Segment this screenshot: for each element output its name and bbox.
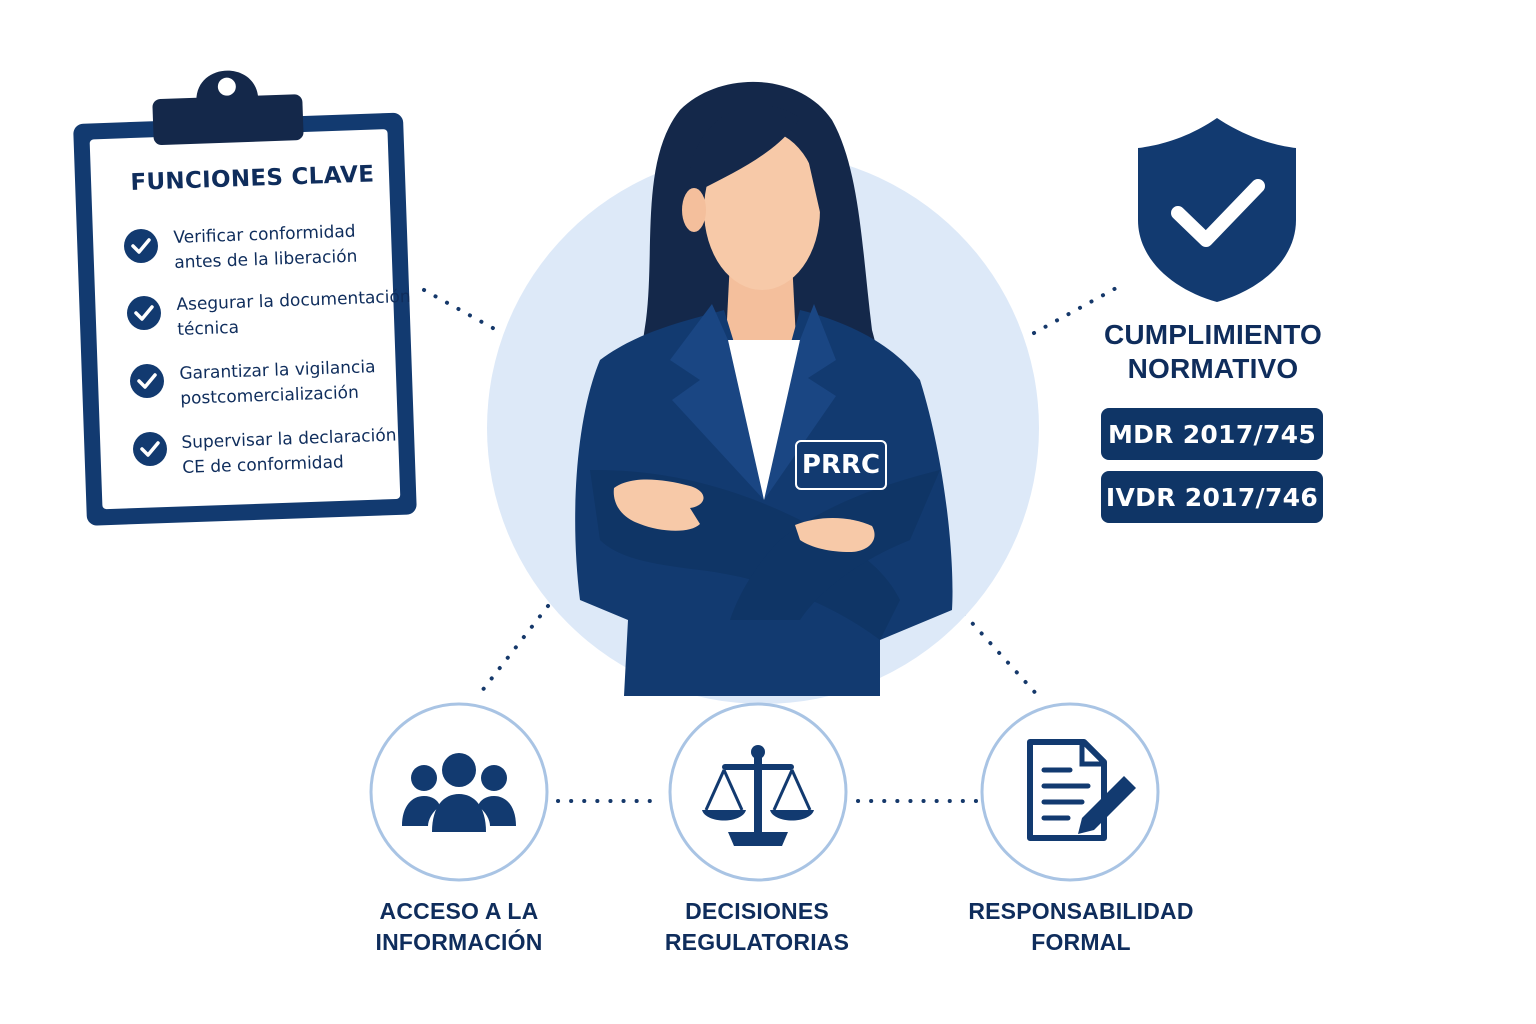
person-illustration [575,81,953,696]
compliance-title: CUMPLIMIENTO NORMATIVO [1080,318,1346,386]
clipboard-frame [73,70,417,526]
node-label-line: FORMAL [1031,929,1131,955]
compliance-title-line: CUMPLIMIENTO [1103,319,1323,350]
connector-clipboard [422,288,502,334]
clipboard-item-3: Garantizar la vigilancia postcomercializ… [179,355,377,412]
scales-icon [702,745,814,846]
node-label-access: ACCESO A LA INFORMACIÓN [340,896,578,958]
node-label-line: REGULATORIAS [664,929,850,955]
people-group-icon [402,753,516,832]
node-circle-3 [980,702,1160,882]
connector-node-1 [476,604,550,698]
clipboard-checks [124,229,167,466]
node-circle-1 [369,702,549,882]
check-icon [133,432,167,466]
shield-icon [1138,118,1296,302]
node-label-line: RESPONSABILIDAD [968,898,1194,924]
clipboard-item-4: Supervisar la declaración CE de conformi… [181,423,398,480]
node-label-line: INFORMACIÓN [375,929,543,955]
node-label-line: ACCESO A LA [379,898,539,924]
check-icon [127,296,161,330]
node-label-decisions: DECISIONES REGULATORIAS [638,896,876,958]
compliance-title-line: NORMATIVO [1127,353,1299,384]
regulation-badge-ivdr: IVDR 2017/746 [1101,471,1323,523]
connector-node-3 [962,612,1042,700]
check-icon [124,229,158,263]
node-label-responsibility: RESPONSABILIDAD FORMAL [950,896,1212,958]
connector-compliance [1032,285,1120,335]
regulation-badge-mdr: MDR 2017/745 [1101,408,1323,460]
check-icon [130,364,164,398]
node-circles [369,702,1160,882]
node-label-line: DECISIONES [685,898,829,924]
prrc-badge: PRRC [795,440,887,490]
document-pen-icon [1027,739,1136,841]
clipboard-item-2: Asegurar la documentación técnica [176,285,412,343]
clipboard-item-1: Verificar conformidad antes de la libera… [173,220,358,276]
